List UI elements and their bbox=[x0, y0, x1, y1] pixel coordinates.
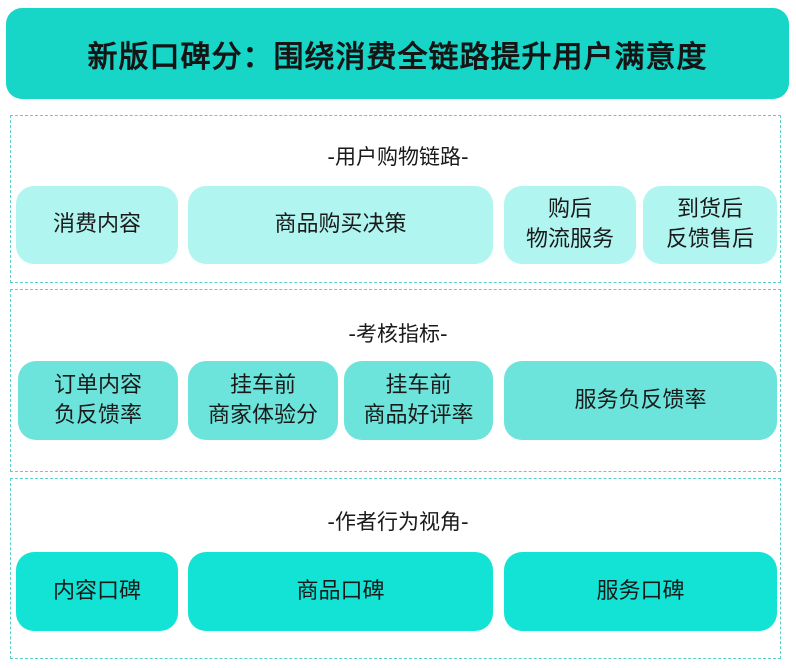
stage-post-purchase-logistics: 购后 物流服务 bbox=[504, 186, 636, 264]
reputation-product: 商品口碑 bbox=[188, 552, 493, 631]
metric-merchant-experience-score: 挂车前 商家体验分 bbox=[188, 361, 338, 440]
stage-content-consumption: 消费内容 bbox=[16, 186, 178, 264]
stage-after-sales-feedback: 到货后 反馈售后 bbox=[643, 186, 777, 264]
metric-order-content-negative-feedback: 订单内容 负反馈率 bbox=[18, 361, 178, 440]
section-label-shopping-chain: -用户购物链路- bbox=[327, 145, 469, 169]
section-shopping-chain bbox=[10, 115, 781, 283]
page-title: 新版口碑分：围绕消费全链路提升用户满意度 bbox=[87, 39, 708, 75]
metric-product-positive-rate: 挂车前 商品好评率 bbox=[344, 361, 493, 440]
reputation-service: 服务口碑 bbox=[504, 552, 777, 631]
section-assessment-metrics bbox=[10, 289, 781, 472]
section-author-perspective bbox=[10, 478, 781, 659]
title-banner: 新版口碑分：围绕消费全链路提升用户满意度 bbox=[6, 8, 789, 99]
section-label-author-perspective: -作者行为视角- bbox=[327, 510, 469, 534]
section-label-assessment-metrics: -考核指标- bbox=[348, 322, 448, 346]
stage-purchase-decision: 商品购买决策 bbox=[188, 186, 493, 264]
reputation-content: 内容口碑 bbox=[16, 552, 178, 631]
metric-service-negative-feedback: 服务负反馈率 bbox=[504, 361, 777, 440]
